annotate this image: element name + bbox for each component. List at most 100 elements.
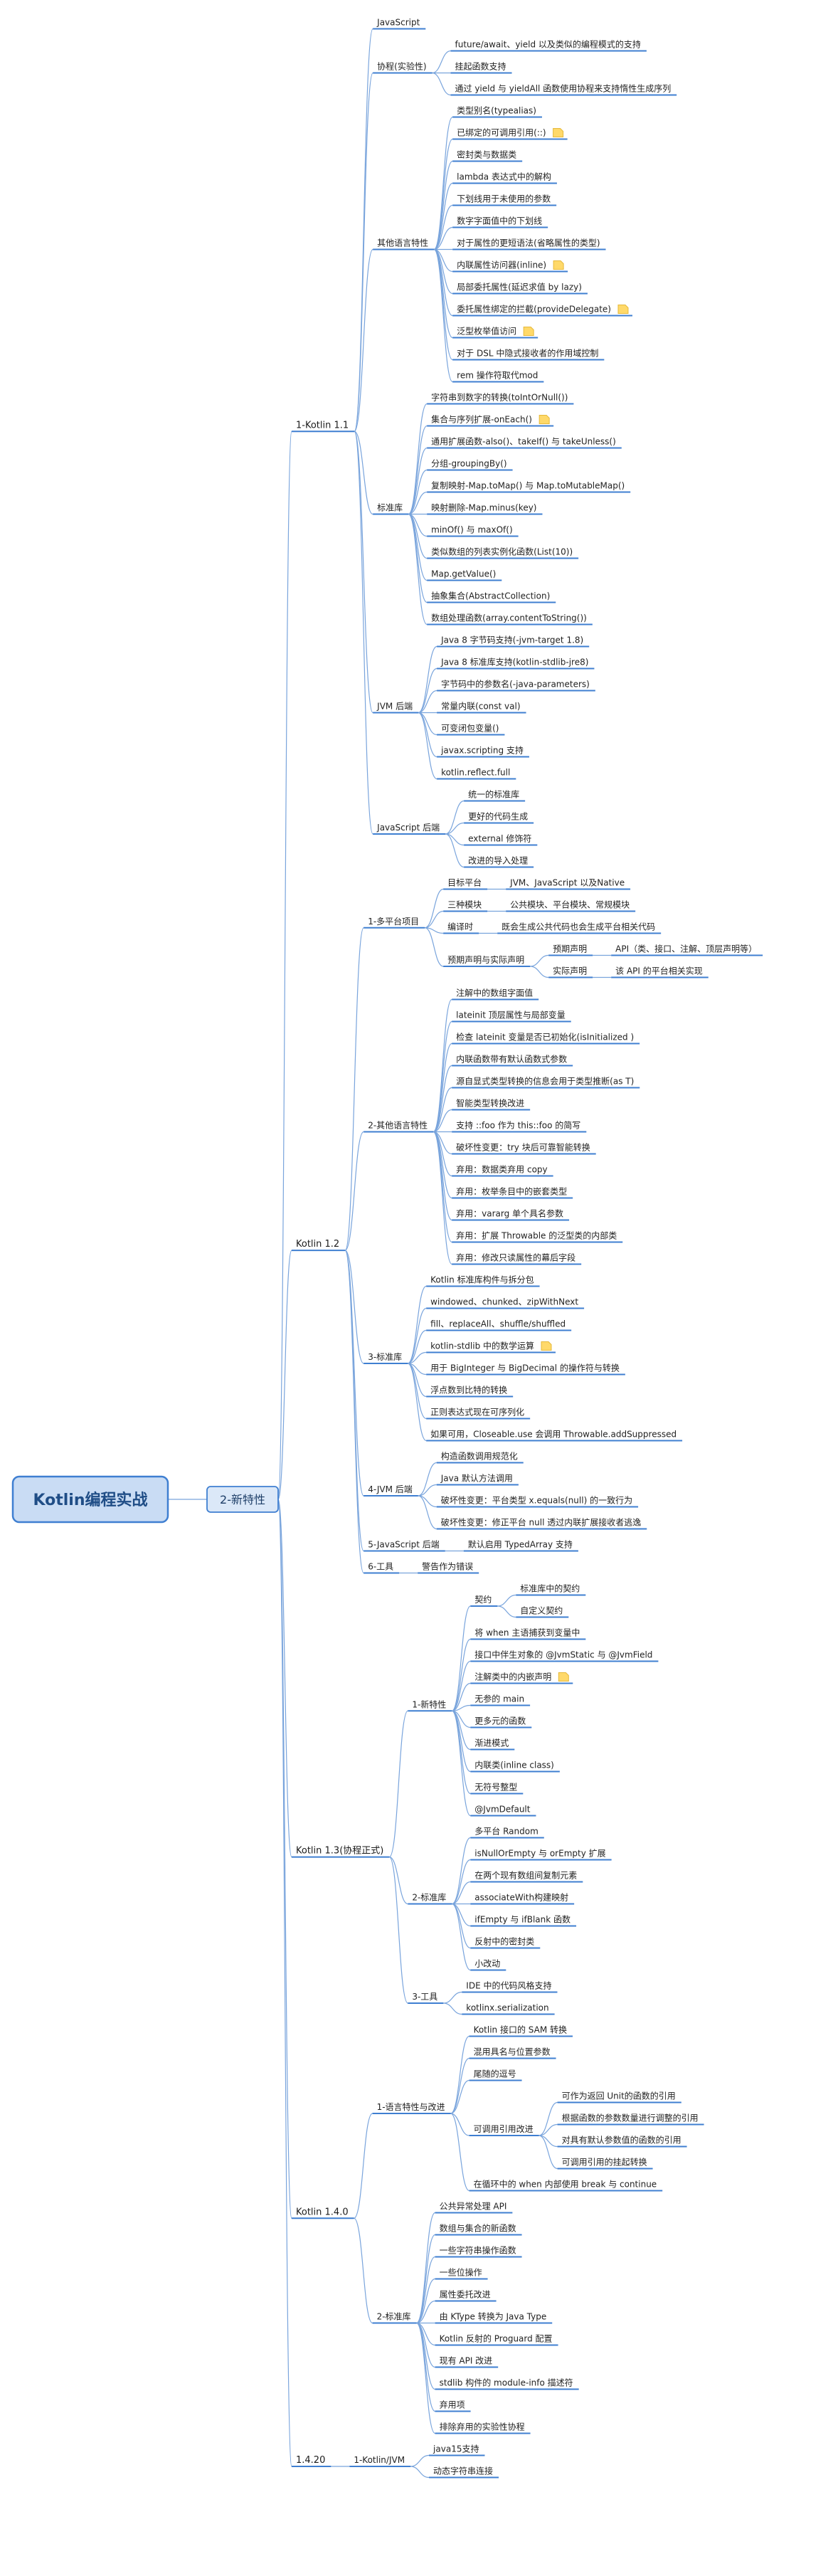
node-version-kotlin-1-4-0[interactable]: Kotlin 1.4.0 [292,2207,354,2219]
node-item-when-break-continue[interactable]: 在循环中的 when 内部使用 break 与 continue [469,2179,663,2192]
node-item-java-8-jvm-target-1-8[interactable]: Java 8 字节码支持(-jvm-target 1.8) [437,635,590,648]
node-item-item[interactable]: 无符号整型 [470,1782,524,1795]
node-item-item[interactable]: 动态字符串连接 [429,2466,499,2479]
node-item-1[interactable]: 1-语言特性与改进 [372,2101,451,2114]
node-item-api[interactable]: 公共异常处理 API [435,2202,513,2214]
node-item-item[interactable]: 预期声明与实际声明 [443,954,531,967]
node-item-null[interactable]: 破坏性变更：修正平台 null 透过内联扩展接收者逃逸 [436,1517,647,1530]
node-item-item[interactable]: 尾随的逗号 [469,2069,522,2081]
node-item-item[interactable]: 警告作为错误 [418,1561,479,1574]
node-item-ifempty-ifblank[interactable]: ifEmpty 与 ifBlank 函数 [470,1914,577,1927]
node-item-item[interactable]: 属性委托改进 [435,2290,497,2302]
node-item-item[interactable]: 挂起函数支持 [450,61,512,74]
node-item-inline[interactable]: 内联属性访问器(inline) [452,260,568,273]
node-item-5-javascript[interactable]: 5-JavaScript 后端 [364,1540,445,1552]
node-item-item[interactable]: 数组与集合的新函数 [435,2223,522,2236]
node-item-3[interactable]: 3-标准库 [364,1351,408,1364]
node-item-item[interactable]: 其他语言特性 [373,238,435,250]
node-version-1-kotlin-1-1[interactable]: 1-Kotlin 1.1 [292,420,355,433]
node-item-biginteger-bigdecimal[interactable]: 用于 BigInteger 与 BigDecimal 的操作符与转换 [426,1363,625,1376]
node-item-2[interactable]: 2-标准库 [372,2311,417,2324]
node-item-groupingby[interactable]: 分组-groupingBy() [427,459,513,471]
node-item-kotlin-proguard[interactable]: Kotlin 反射的 Proguard 配置 [435,2333,558,2346]
node-item-minof-maxof[interactable]: minOf() 与 maxOf() [427,525,519,537]
node-item-item[interactable]: 标准库中的契约 [516,1583,586,1596]
node-item-jvm[interactable]: JVM 后端 [373,702,419,714]
node-item-inline-class[interactable]: 内联类(inline class) [470,1761,560,1773]
node-item-item[interactable]: 数字字面值中的下划线 [452,216,548,228]
node-item-javax-scripting[interactable]: javax.scripting 支持 [437,745,529,758]
node-item-item[interactable]: 排除弃用的实验性协程 [435,2422,531,2434]
node-item-isnullorempty-orempty[interactable]: isNullOrEmpty 与 orEmpty 扩展 [470,1849,612,1861]
node-item-associatewith[interactable]: associateWith构建映射 [470,1892,575,1905]
node-item-item[interactable]: 可调用引用的挂起转换 [557,2157,653,2170]
node-item-java[interactable]: Java 默认方法调用 [436,1473,519,1486]
node-item-item[interactable]: 小改动 [470,1959,506,1971]
node-item-lateinit-isinitialized[interactable]: 检查 lateinit 变量是否已初始化(isInitialized ) [452,1032,640,1045]
node-item-item[interactable]: 正则表达式现在可序列化 [426,1407,531,1420]
node-item-item[interactable]: 一些字符串操作函数 [435,2245,522,2258]
node-item-item[interactable]: 注解类中的内嵌声明 [470,1672,573,1684]
node-item-external[interactable]: external 修饰符 [464,833,538,846]
node-item-kotlin[interactable]: Kotlin 标准库构件与拆分包 [426,1274,540,1287]
node-item-java-8-kotlin-stdlib-jre8[interactable]: Java 8 标准库支持(kotlin-stdlib-jre8) [437,657,595,670]
node-version-1-4-20[interactable]: 1.4.20 [292,2455,331,2467]
node-item-abstractcollection[interactable]: 抽象集合(AbstractCollection) [427,591,556,603]
root-node[interactable]: Kotlin编程实战 [11,1475,169,1524]
node-item-1[interactable]: 1-新特性 [408,1699,452,1712]
note-icon[interactable] [541,1341,552,1351]
node-item-item[interactable]: 渐进模式 [470,1738,515,1751]
node-item-item[interactable]: 公共模块、平台模块、常规模块 [506,899,636,912]
node-item-api[interactable]: 该 API 的平台相关实现 [611,966,709,978]
node-item-lateinit[interactable]: lateinit 顶层属性与局部变量 [452,1010,571,1023]
node-item-item[interactable]: 浮点数到比特的转换 [426,1385,514,1398]
node-item-foo-this-foo[interactable]: 支持 ::foo 作为 this::foo 的简写 [452,1120,587,1133]
node-item-item[interactable]: 泛型枚举值访问 [452,326,538,339]
node-item-item[interactable]: 契约 [470,1594,498,1607]
node-item-array-contenttostring[interactable]: 数组处理函数(array.contentToString()) [427,613,593,625]
node-version-kotlin-1-3[interactable]: Kotlin 1.3(协程正式) [292,1846,390,1858]
node-item-rem-mod[interactable]: rem 操作符取代mod [452,370,544,383]
node-item-typealias[interactable]: 类型别名(typealias) [452,105,542,118]
node-item-fill-replaceall-shuffle-shuffled[interactable]: fill、replaceAll、shuffle/shuffled [426,1319,572,1331]
node-item-item[interactable]: 标准库 [373,502,409,515]
node-item-map-minus-key[interactable]: 映射删除-Map.minus(key) [427,502,543,515]
note-icon[interactable] [617,305,629,314]
node-item-item[interactable]: 弃用项 [435,2400,471,2412]
node-item-6[interactable]: 6-工具 [364,1562,400,1574]
node-item-ide[interactable]: IDE 中的代码风格支持 [462,1980,558,1993]
note-icon[interactable] [553,128,564,137]
node-item-unit[interactable]: 可作为返回 Unit的函数的引用 [557,2091,681,2103]
node-item-javascript[interactable]: JavaScript [373,18,426,30]
node-item-future-await-yield[interactable]: future/await、yield 以及类似的编程模式的支持 [450,39,647,52]
node-item-jvmstatic-jvmfield[interactable]: 接口中伴生对象的 @JvmStatic 与 @JvmField [470,1649,659,1662]
note-icon[interactable] [558,1672,569,1682]
node-item-item[interactable]: 内联函数带有默认函数式参数 [452,1054,573,1067]
node-item-item[interactable]: 反射中的密封类 [470,1936,541,1949]
node-item-kotlin-stdlib[interactable]: kotlin-stdlib 中的数学运算 [426,1341,556,1353]
node-item-1-kotlin-jvm[interactable]: 1-Kotlin/JVM [349,2455,411,2467]
node-item-1[interactable]: 1-多平台项目 [364,916,425,929]
note-icon[interactable] [553,260,564,270]
node-item-map-getvalue[interactable]: Map.getValue() [427,569,502,581]
node-item-stdlib-module-info[interactable]: stdlib 构件的 module-info 描述符 [435,2377,579,2390]
node-item-3[interactable]: 3-工具 [408,1992,444,2004]
node-item-tointornull[interactable]: 字符串到数字的转换(toIntOrNull()) [427,392,574,405]
node-item-x-equals-null[interactable]: 破坏性变更：平台类型 x.equals(null) 的一致行为 [436,1495,639,1508]
node-item-java15[interactable]: java15支持 [429,2444,485,2456]
node-item-item[interactable]: 目标平台 [443,877,488,890]
node-item-item[interactable]: 对具有默认参数值的函数的引用 [557,2135,687,2148]
node-item-java-parameters[interactable]: 字节码中的参数名(-java-parameters) [437,679,595,692]
node-item-const-val[interactable]: 常量内联(const val) [437,702,526,714]
node-item-vararg[interactable]: 弃用：vararg 单个具名参数 [452,1208,570,1221]
node-item-item[interactable]: 注解中的数组字面值 [452,988,539,1001]
node-item-item[interactable]: 既会生成公共代码也会生成平台相关代码 [497,922,662,934]
node-item-map-tomap-map-tomutablemap[interactable]: 复制映射-Map.toMap() 与 Map.toMutableMap() [427,480,631,493]
node-item-item[interactable]: 对于属性的更短语法(省略属性的类型) [452,238,606,250]
node-item-item[interactable]: 根据函数的参数数量进行调整的引用 [557,2113,704,2126]
node-item-closeable-use-throwable-addsuppressed[interactable]: 如果可用，Closeable.use 会调用 Throwable.addSupp… [426,1429,683,1442]
node-item-oneach[interactable]: 集合与序列扩展-onEach() [427,414,554,427]
node-item-item[interactable]: 弃用：修改只读属性的幕后字段 [452,1252,582,1265]
node-item-kotlin-sam[interactable]: Kotlin 接口的 SAM 转换 [469,2025,573,2037]
node-item-item[interactable]: 编译时 [443,922,479,934]
